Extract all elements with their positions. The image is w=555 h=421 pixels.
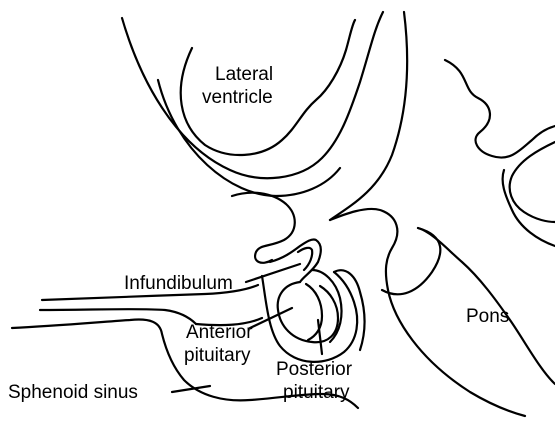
infundibulum-stalk-inner (298, 248, 312, 270)
aqueduct-outline (510, 142, 555, 222)
label-lateral-ventricle-line1: Lateral (215, 64, 273, 85)
label-posterior-pituitary-line1: Posterior (276, 359, 353, 380)
dorsum-sellae (334, 270, 365, 350)
label-posterior-pituitary-line2: pituitary (283, 382, 350, 403)
label-anterior-pituitary-line1: Anterior (186, 322, 253, 343)
label-infundibulum: Infundibulum (124, 273, 233, 294)
label-pons: Pons (466, 306, 509, 327)
cerebellum-outline (445, 60, 555, 158)
label-lateral-ventricle-line2: ventricle (202, 87, 273, 108)
thalamus-outline (330, 12, 407, 220)
infundibulum-leader (246, 264, 300, 282)
infundibulum-stalk (270, 239, 321, 282)
anterior-pituitary-outline (278, 282, 338, 342)
pons-anterior-outline (382, 228, 440, 294)
label-anterior-pituitary-line2: pituitary (184, 345, 251, 366)
label-sphenoid-sinus: Sphenoid sinus (8, 382, 138, 403)
hypothalamus-outline (232, 193, 295, 263)
